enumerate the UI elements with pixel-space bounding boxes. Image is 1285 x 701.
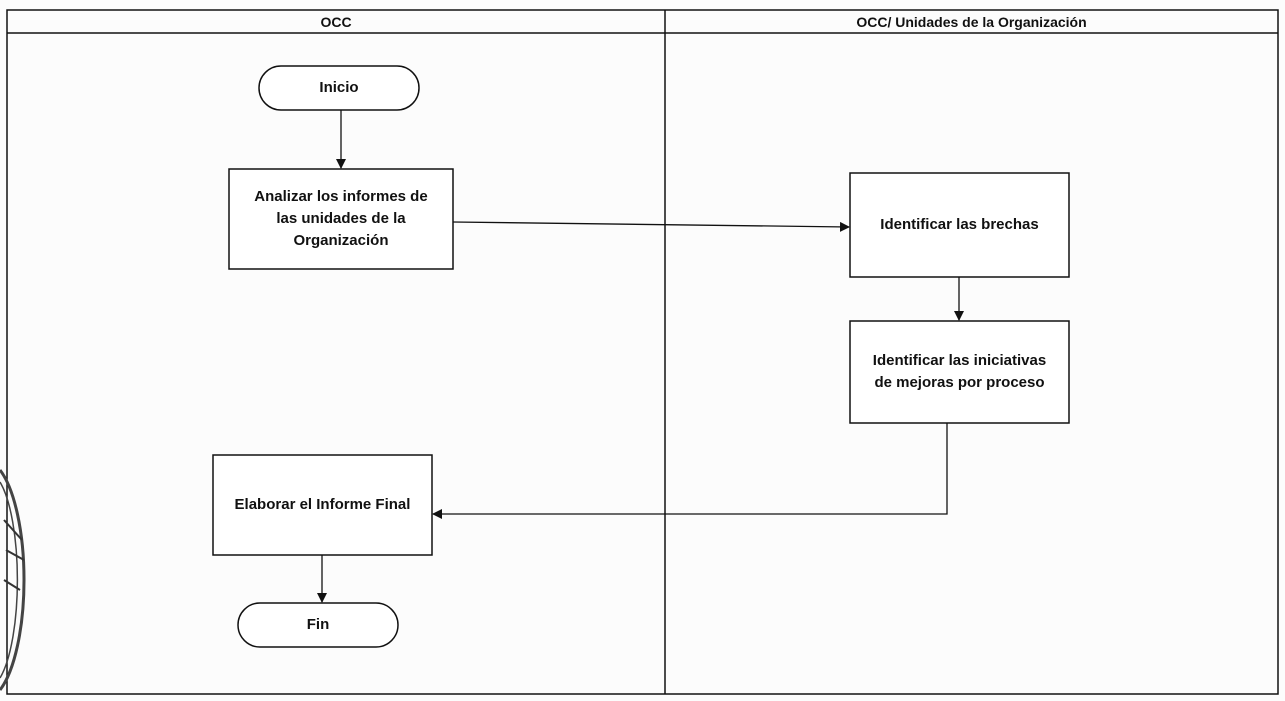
- node-analyze-label: Analizar los informes de las unidades de…: [254, 188, 428, 249]
- edge-analyze-to-identify-gaps: [452, 221, 850, 232]
- edge-identify-initiatives-to-final-report: [432, 423, 948, 519]
- node-start-label: Inicio: [319, 79, 359, 96]
- outer-border: [6, 9, 1279, 695]
- swimlane-frame: [6, 9, 1279, 695]
- node-analyze-shape: [228, 168, 454, 270]
- node-identify-initiatives-shape: [849, 320, 1070, 424]
- node-start-shape: [258, 65, 420, 111]
- node-final-report-label: Elaborar el Informe Final: [234, 496, 411, 513]
- node-identify-initiatives-label: Identificar las iniciativas de mejoras p…: [872, 352, 1047, 391]
- node-identify-gaps-label: Identificar las brechas: [880, 216, 1039, 233]
- node-end-shape: [237, 602, 399, 648]
- node-end-label: Fin: [306, 616, 330, 633]
- lane-header-occ: OCC: [320, 14, 352, 30]
- official-stamp: [0, 469, 26, 691]
- lane-header-occ-unidades: OCC/ Unidades de la Organización: [856, 14, 1087, 30]
- node-final-report-shape: [212, 454, 433, 556]
